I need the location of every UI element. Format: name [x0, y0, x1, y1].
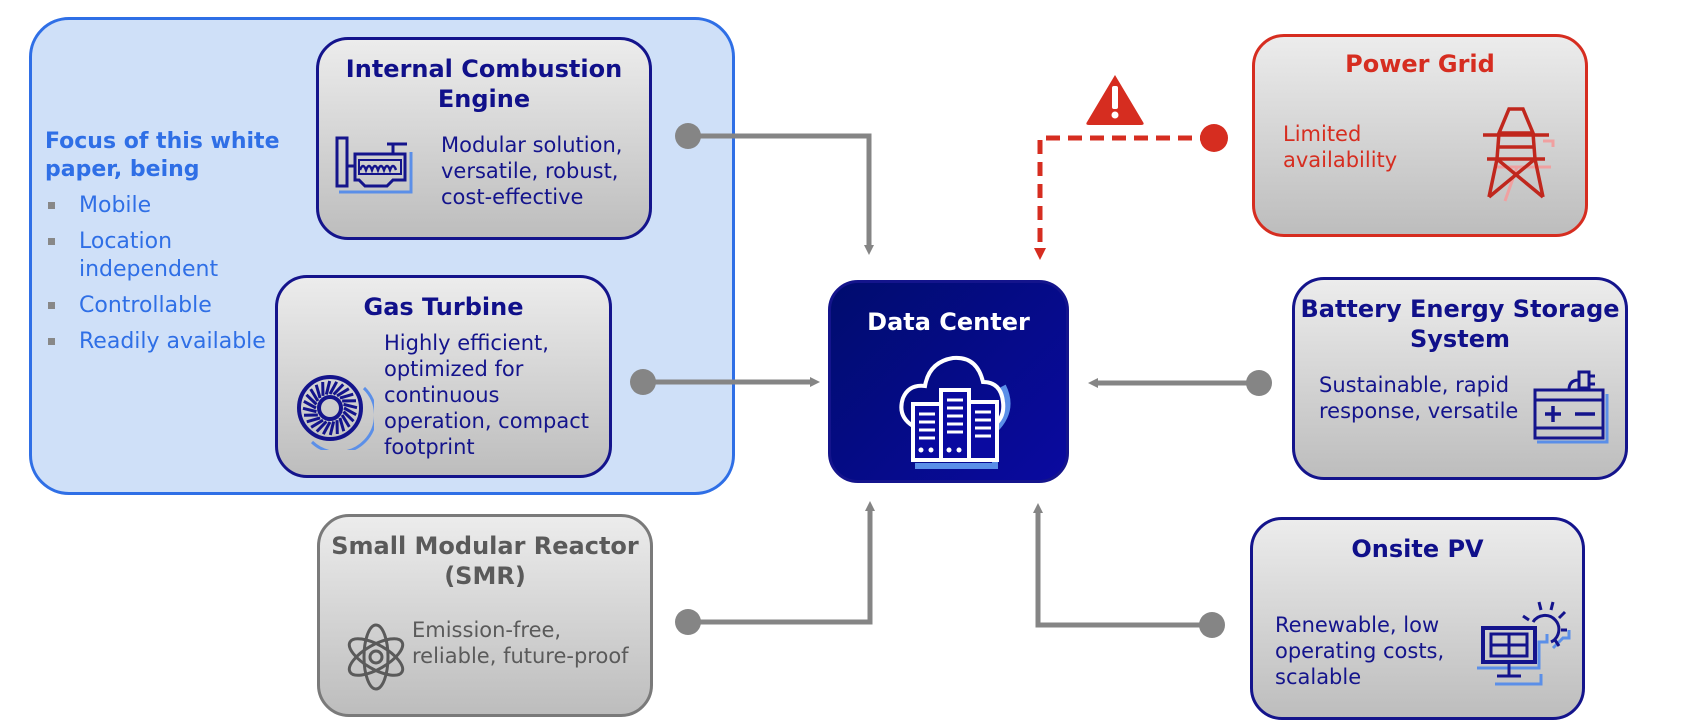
node-small-modular-reactor: Small Modular Reactor (SMR) Emission-fre… [317, 514, 653, 717]
node-title: Power Grid [1345, 50, 1495, 78]
turbine-blade [332, 383, 345, 396]
edge-pv-to-dc [1033, 503, 1225, 638]
turbine-blade [306, 416, 321, 424]
node-title: Battery Energy Storage System [1300, 295, 1620, 353]
focus-list: Mobile Location independent Controllable… [45, 192, 279, 364]
edge-gt-to-dc [630, 369, 820, 395]
bullet-icon [48, 238, 55, 245]
turbine-blade [328, 381, 338, 395]
focus-item: Mobile [45, 192, 279, 220]
node-description: Sustainable, rapid response, versatile [1319, 373, 1519, 423]
turbine-blade [305, 393, 318, 406]
edge-grid-to-dc [1034, 124, 1228, 260]
solar-panel-icon [1477, 601, 1571, 686]
atom-icon [347, 623, 405, 691]
focus-item: Controllable [45, 292, 279, 320]
turbine-blade [336, 387, 350, 398]
node-onsite-pv: Onsite PV Renewable, low operating costs… [1250, 517, 1585, 720]
turbine-blade [303, 400, 317, 410]
node-battery-energy-storage-system: Battery Energy Storage System Sustainabl… [1292, 277, 1628, 480]
node-description: Modular solution, versatile, robust, cos… [441, 133, 623, 209]
node-description: Renewable, low operating costs, scalable [1275, 613, 1445, 689]
cloud-server-icon [899, 355, 1011, 469]
node-title: Data Center [867, 308, 1030, 336]
node-power-grid: Power Grid Limited availability [1252, 34, 1588, 237]
node-description: Emission-free, reliable, future-proof [412, 618, 629, 668]
turbine-blade [314, 384, 322, 399]
turbine-icon [297, 375, 374, 450]
turbine-blade [342, 410, 355, 423]
bullet-icon [48, 338, 55, 345]
turbine-blade [322, 421, 332, 435]
turbine-blade [315, 420, 328, 433]
bullet-icon [48, 302, 55, 309]
focus-title: Focus of this white paper, being [45, 129, 280, 182]
turbine-blade [339, 392, 354, 400]
node-title: Small Modular Reactor (SMR) [331, 532, 639, 590]
focus-item: Readily available [45, 328, 279, 356]
connector-line [1033, 503, 1212, 628]
connector-line [688, 501, 875, 625]
turbine-blade [302, 406, 317, 414]
node-description: Highly efficient, optimized for continuo… [384, 331, 590, 459]
turbine-blade [328, 421, 336, 436]
battery-icon [1533, 370, 1609, 444]
edge-bess-to-dc [1088, 370, 1272, 396]
edge-smr-to-dc [675, 501, 875, 635]
engine-icon [335, 136, 413, 194]
turbine-blade [340, 414, 351, 428]
turbine-blade [338, 417, 346, 432]
node-data-center: Data Center [828, 280, 1069, 483]
turbine-blade [310, 418, 324, 429]
power-tower-icon [1483, 107, 1555, 202]
node-internal-combustion-engine: Internal Combustion Engine Modular solut… [316, 37, 652, 240]
warning-icon [1086, 75, 1144, 125]
node-title: Gas Turbine [363, 293, 524, 321]
node-title: Internal Combustion Engine [345, 55, 623, 113]
node-gas-turbine: Gas Turbine Highly efficient, optimized … [275, 275, 612, 478]
turbine-blade [343, 406, 357, 416]
node-title: Onsite PV [1351, 535, 1484, 563]
edge-ice-to-dc [675, 123, 874, 255]
connector-line-dashed [1034, 135, 1214, 260]
connector-line [688, 133, 874, 255]
node-description: Limited availability [1283, 122, 1398, 172]
turbine-blade [324, 380, 332, 395]
bullet-icon [48, 202, 55, 209]
focus-item: Location independent [45, 228, 279, 284]
turbine-blade [343, 402, 358, 410]
turbine-blade [309, 388, 320, 402]
